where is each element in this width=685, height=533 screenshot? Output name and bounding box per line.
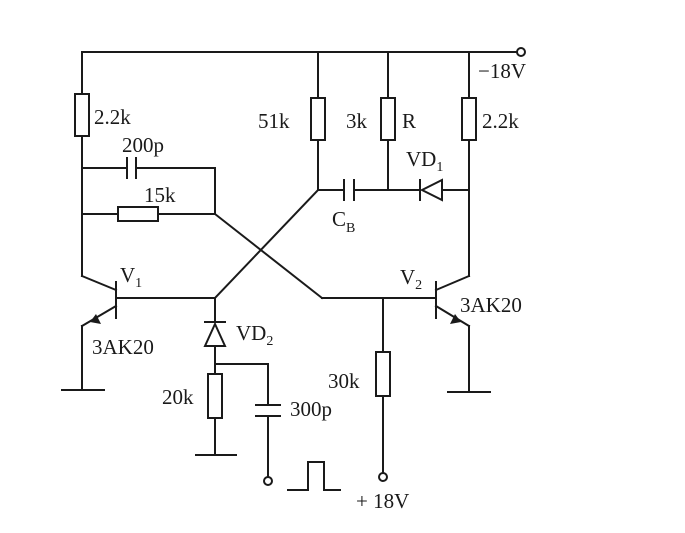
cross-coupling-wires [213,188,324,300]
r-top-right-label: 2.2k [482,109,519,133]
resistor-2-2k-right [461,51,477,277]
capacitor-300p [214,363,281,486]
diode-vd1 [419,178,470,202]
trigger-input-terminal [263,476,273,486]
vd1-label-main: VD [406,147,436,171]
negative-supply-terminal [516,47,526,57]
negative-supply-label: −18V [478,59,526,83]
r-51k-label: 51k [258,109,290,133]
diode-vd2 [203,297,227,375]
cap-300p-label: 300p [290,397,332,421]
v2-emitter-arrow [450,314,461,324]
transistor-v2 [321,274,491,393]
r-top-left-label: 2.2k [94,105,131,129]
top-supply-rail [81,47,526,57]
positive-supply-label: + 18V [356,489,409,513]
cb-label-main: C [332,207,346,231]
r-15k-label: 15k [144,183,176,207]
resistor-30k [375,297,391,482]
resistor-51k [310,51,326,191]
v1-emitter-arrow [90,314,101,324]
r-20k-label: 20k [162,385,194,409]
cb-label: CB [332,207,355,236]
vd2-label: VD2 [236,321,273,349]
resistor-15k [81,206,216,222]
v2-label: V2 [400,265,422,293]
vd1-label: VD1 [406,147,443,175]
trigger-pulse-icon [287,461,341,491]
cap-200p-label: 200p [122,133,164,157]
vd1-label-sub: 1 [436,160,443,175]
vd2-label-main: VD [236,321,266,345]
v1-label-main: V [120,263,135,287]
vd2-label-sub: 2 [266,334,273,349]
v2-label-main: V [400,265,415,289]
r-3k-label: 3k [346,109,368,133]
v1-label-sub: 1 [135,276,142,291]
capacitor-cb [317,179,419,201]
r-30k-label: 30k [328,369,360,393]
resistor-2-2k-left [74,51,90,277]
model-left-label: 3AK20 [92,335,154,359]
resistor-20k [195,373,237,456]
transistor-v1 [61,274,216,391]
r-name-label: R [402,109,416,133]
resistor-3k [380,51,396,191]
v1-label: V1 [120,263,142,291]
capacitor-200p [81,157,216,215]
model-right-label: 3AK20 [460,293,522,317]
v2-label-sub: 2 [415,278,422,293]
cb-label-sub: B [346,221,355,236]
positive-supply-terminal [378,472,388,482]
